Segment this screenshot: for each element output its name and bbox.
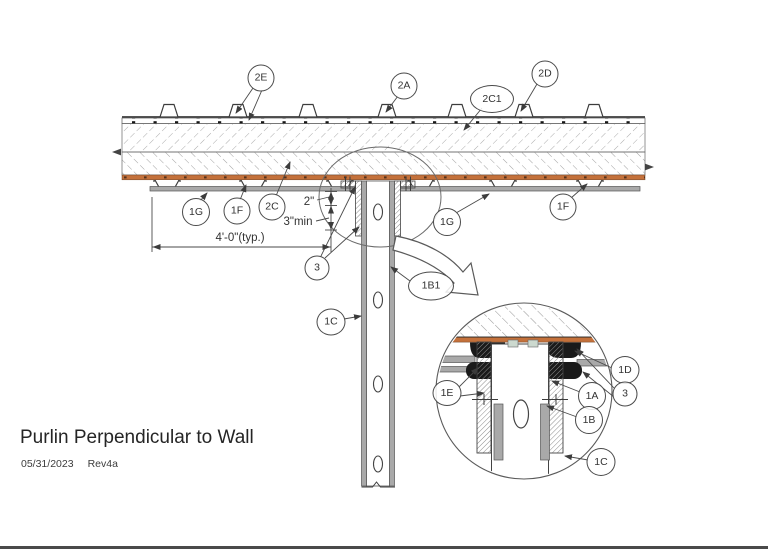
detail-reference-circle [318,146,442,248]
callout-label: 1F [230,204,244,217]
callout-1d: 1D [610,356,640,384]
callout-label: 1C [594,455,608,468]
dimension-2in-label: 2" [303,196,315,208]
purlin-flange-left [361,180,367,487]
callout-label: 2C1 [482,92,502,105]
callout-label: 1B [582,413,596,426]
detail-purlin-flange-left [493,403,504,461]
callout-1b: 1B [575,406,603,434]
connection-angle-right [394,180,401,237]
callout-1c-main: 1C [316,308,346,336]
detail-pointer-arrow [392,235,479,296]
callout-label: 2A [397,79,411,92]
callout-1b1: 1B1 [408,271,454,301]
callout-1f-right: 1F [549,193,577,221]
callout-label: 3 [622,387,628,400]
callout-label: 2C [265,200,279,213]
drawing-title: Purlin Perpendicular to Wall [20,427,254,448]
callout-label: 2D [538,67,552,80]
callout-1e: 1E [432,380,462,406]
callout-label: 3 [314,261,320,274]
callout-1f-left: 1F [223,197,251,225]
callout-label: 1D [618,363,632,376]
drawing-dateline: 05/31/2023 Rev4a [21,458,132,470]
dimension-4ft-label: 4'-0"(typ.) [215,232,265,244]
dimension-lines [151,188,337,252]
purlin-flange-right [389,180,395,487]
callout-label: 1C [324,315,338,328]
leader-lines [199,83,615,461]
purlin [361,180,395,488]
callout-label: 1A [585,389,599,402]
callout-label: 1B1 [421,279,441,292]
callout-2e: 2E [247,64,275,92]
callout-3-detail: 3 [612,381,638,407]
left-break-arrow [112,148,121,156]
purlin-break-line [361,481,395,488]
callout-2a: 2A [390,72,418,100]
insulation-upper-layer [121,123,646,153]
callout-label: 1G [439,215,454,228]
drawing-date: 05/31/2023 [21,458,74,470]
callout-label: 1G [188,205,203,218]
dimension-3min-label: 3"min [283,216,313,228]
callout-2d: 2D [531,60,559,88]
callout-1c-detail: 1C [586,448,616,476]
roof-clips-row [159,103,604,118]
callout-label: 1F [556,200,570,213]
callout-2c: 2C [258,193,286,221]
detail-purlin-slot [512,399,530,429]
callout-2c1: 2C1 [470,85,514,113]
callout-1g-right: 1G [433,208,461,236]
callout-1a: 1A [578,382,606,410]
bridging-channel-right [400,186,641,192]
right-break-arrow [645,163,654,171]
bridging-channel-left [149,186,356,192]
purlin-web [366,180,390,487]
roof-deck-assembly [112,116,654,181]
drawing-revision: Rev4a [87,458,118,470]
callout-label: 1E [440,386,454,399]
callout-label: 2E [254,71,268,84]
insulation-lower-layer [121,151,646,176]
window-bottom-edge [0,546,768,549]
detail-wood-nailer [437,337,611,343]
callout-3-main: 3 [304,255,330,281]
callout-1g-left: 1G [182,198,210,226]
detail-purlin-flange-right [540,403,550,461]
